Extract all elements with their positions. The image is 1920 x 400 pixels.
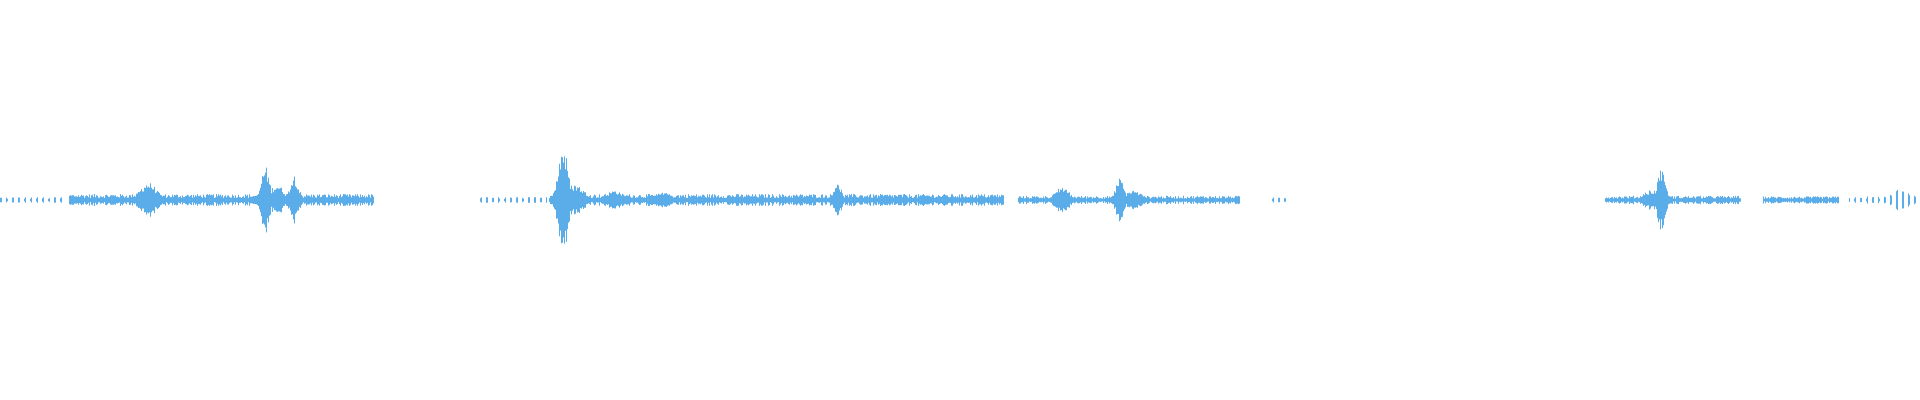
waveform-segment-3 xyxy=(549,156,1004,244)
waveform-path xyxy=(1272,197,1286,203)
waveform-path xyxy=(480,197,547,203)
waveform-segment-8 xyxy=(1849,189,1916,211)
waveform-segment-4 xyxy=(1018,178,1240,222)
waveform-path xyxy=(1763,196,1839,204)
waveform-path xyxy=(0,197,62,203)
waveform-path xyxy=(1605,170,1741,230)
waveform-path xyxy=(69,167,374,233)
waveform-segment-1 xyxy=(69,167,374,233)
waveform-segment-2 xyxy=(480,197,547,203)
waveform-path xyxy=(549,156,1004,244)
waveform-segment-6 xyxy=(1605,170,1741,230)
waveform-segment-7 xyxy=(1763,196,1839,204)
waveform-path xyxy=(1018,178,1240,222)
waveform-segment-0 xyxy=(0,197,62,203)
waveform-samples xyxy=(0,156,1916,244)
waveform-segment-5 xyxy=(1272,197,1286,203)
waveform-path xyxy=(1849,189,1916,211)
